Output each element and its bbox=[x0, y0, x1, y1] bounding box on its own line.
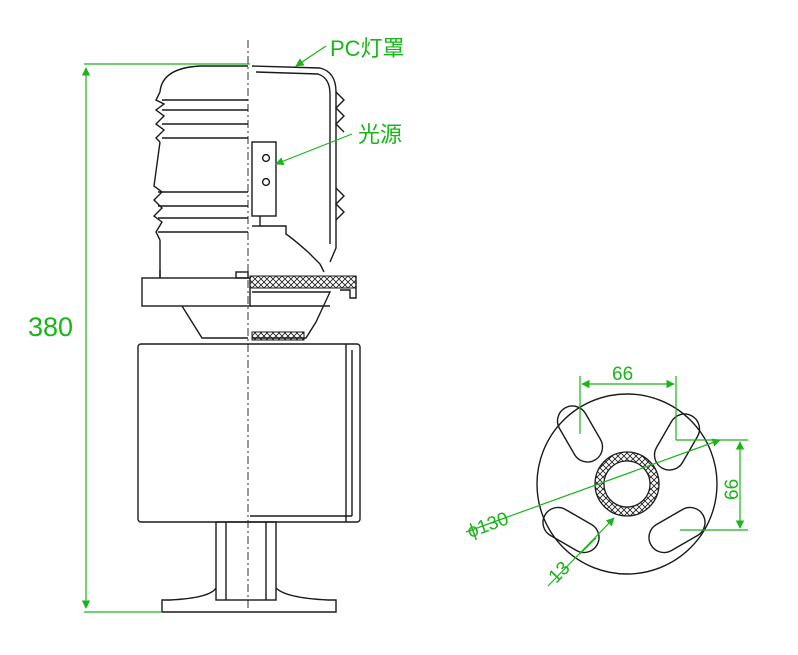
hub-inner bbox=[603, 460, 651, 508]
pc-cover-label: PC灯罩 bbox=[330, 36, 405, 61]
diameter-dimension: ϕ130 bbox=[465, 438, 721, 543]
slot-width-label: 13 bbox=[545, 558, 575, 588]
pc-cover-callout: PC灯罩 bbox=[295, 36, 405, 67]
side-dimension-66: 66 bbox=[676, 439, 748, 531]
light-source-callout: 光源 bbox=[275, 122, 402, 166]
outer-circle bbox=[536, 393, 718, 575]
height-label: 380 bbox=[28, 312, 73, 342]
mounting-slots bbox=[542, 405, 706, 554]
stem-foot bbox=[161, 521, 337, 613]
light-source-part bbox=[251, 141, 325, 273]
lamp-dome bbox=[159, 65, 248, 93]
slot-width-dimension: 13 bbox=[545, 517, 615, 588]
base-flange bbox=[141, 270, 357, 307]
side-view bbox=[137, 40, 361, 613]
height-dimension: 380 bbox=[28, 63, 250, 613]
top-view bbox=[536, 393, 718, 575]
top-dimension-66: 66 bbox=[579, 364, 677, 440]
neck bbox=[181, 291, 332, 341]
span-h-label: 66 bbox=[612, 364, 633, 385]
diameter-label: ϕ130 bbox=[465, 508, 512, 542]
cover-ribs bbox=[152, 91, 248, 278]
span-v-label: 66 bbox=[722, 479, 743, 500]
body-cylinder bbox=[137, 343, 361, 523]
cover-section bbox=[251, 65, 345, 263]
light-source-label: 光源 bbox=[358, 122, 402, 147]
